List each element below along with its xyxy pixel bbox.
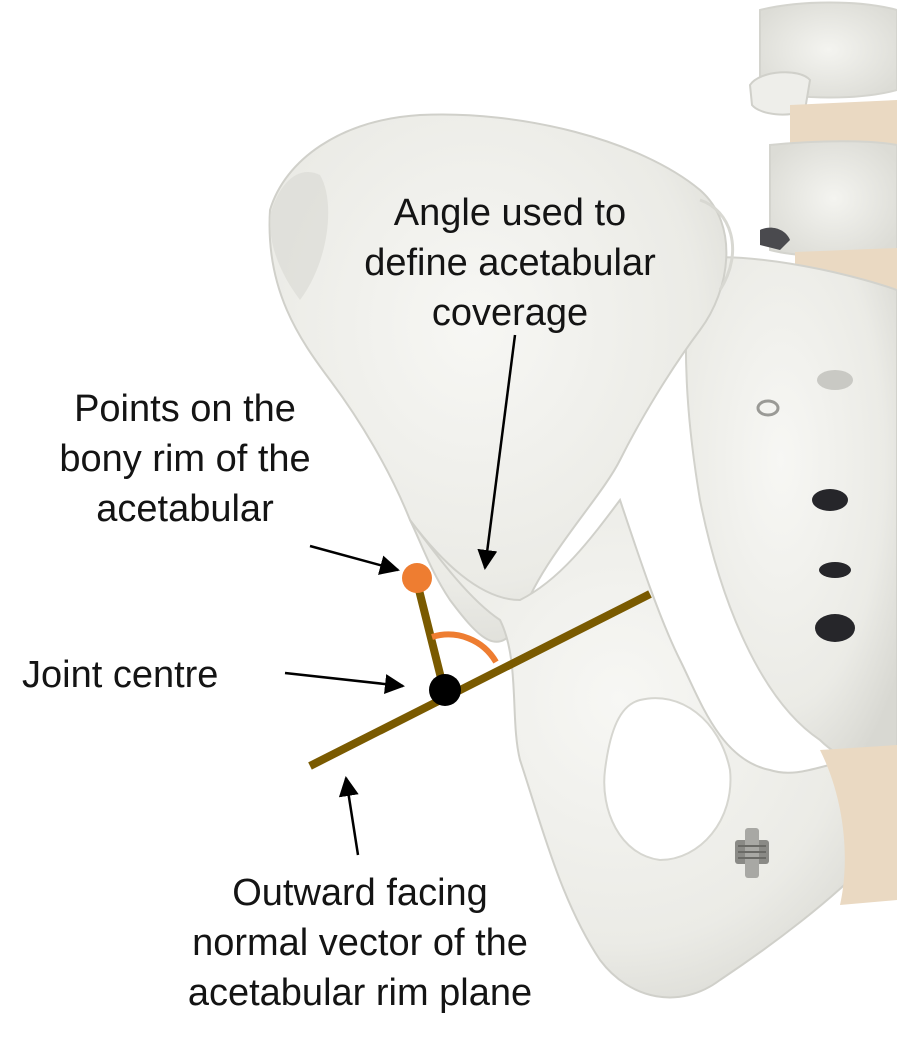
- rim-points-label-line-3: acetabular: [20, 484, 350, 534]
- rim-point-arrow: [310, 546, 398, 570]
- angle-label-line-3: coverage: [345, 288, 675, 338]
- angle-label: Angle used to define acetabular coverage: [345, 188, 675, 338]
- vertebra-stack-icon: [750, 3, 897, 293]
- normal-vector-label-line-3: acetabular rim plane: [140, 968, 580, 1018]
- joint-centre-arrow: [285, 673, 403, 686]
- joint-centre-label-text: Joint centre: [22, 650, 272, 700]
- joint-centre-label: Joint centre: [22, 650, 272, 700]
- normal-vector-label-line-2: normal vector of the: [140, 918, 580, 968]
- rim-points-label-line-2: bony rim of the: [20, 434, 350, 484]
- joint-centre-marker: [429, 674, 461, 706]
- rim-points-label: Points on the bony rim of the acetabular: [20, 384, 350, 534]
- angle-label-line-2: define acetabular: [345, 238, 675, 288]
- sacrum: [686, 228, 897, 764]
- normal-vector-label: Outward facing normal vector of the acet…: [140, 868, 580, 1018]
- normal-vector-label-line-1: Outward facing: [140, 868, 580, 918]
- rim-point-marker: [402, 563, 432, 593]
- normal-vector-arrow: [346, 778, 358, 855]
- angle-label-line-1: Angle used to: [345, 188, 675, 238]
- rim-points-label-line-1: Points on the: [20, 384, 350, 434]
